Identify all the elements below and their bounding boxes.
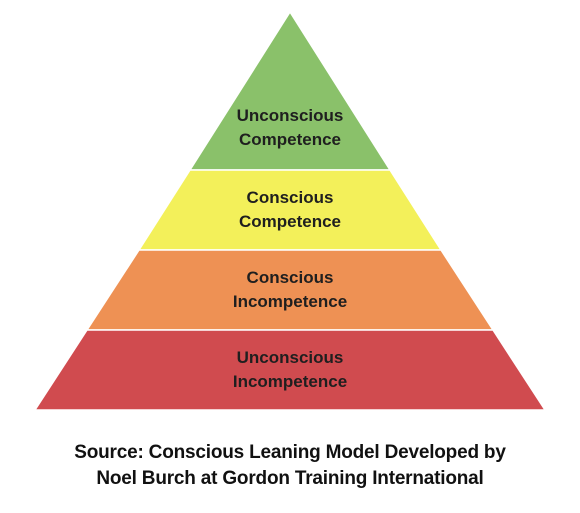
tier-label-line: Conscious xyxy=(246,188,334,207)
tier-label-line: Incompetence xyxy=(232,292,348,311)
tier-unconscious-incompetence xyxy=(33,329,547,411)
caption-line: Noel Burch at Gordon Training Internatio… xyxy=(96,468,484,489)
tier-label-unconscious-incompetence: Unconscious Incompetence xyxy=(140,346,440,394)
tier-label-conscious-incompetence: Conscious Incompetence xyxy=(140,266,440,314)
caption-line: Source: Conscious Leaning Model Develope… xyxy=(74,442,506,463)
tier-label-line: Incompetence xyxy=(232,372,348,391)
tier-label-line: Competence xyxy=(238,212,342,231)
tier-label-line: Unconscious xyxy=(236,348,344,367)
tier-label-unconscious-competence: Unconscious Competence xyxy=(140,104,440,152)
tier-label-line: Conscious xyxy=(246,268,334,287)
pyramid-diagram xyxy=(33,10,547,411)
tier-label-conscious-competence: Conscious Competence xyxy=(140,186,440,234)
tier-label-line: Competence xyxy=(238,130,342,149)
tier-label-line: Unconscious xyxy=(236,106,344,125)
source-caption: Source: Conscious Leaning Model Develope… xyxy=(0,440,580,492)
